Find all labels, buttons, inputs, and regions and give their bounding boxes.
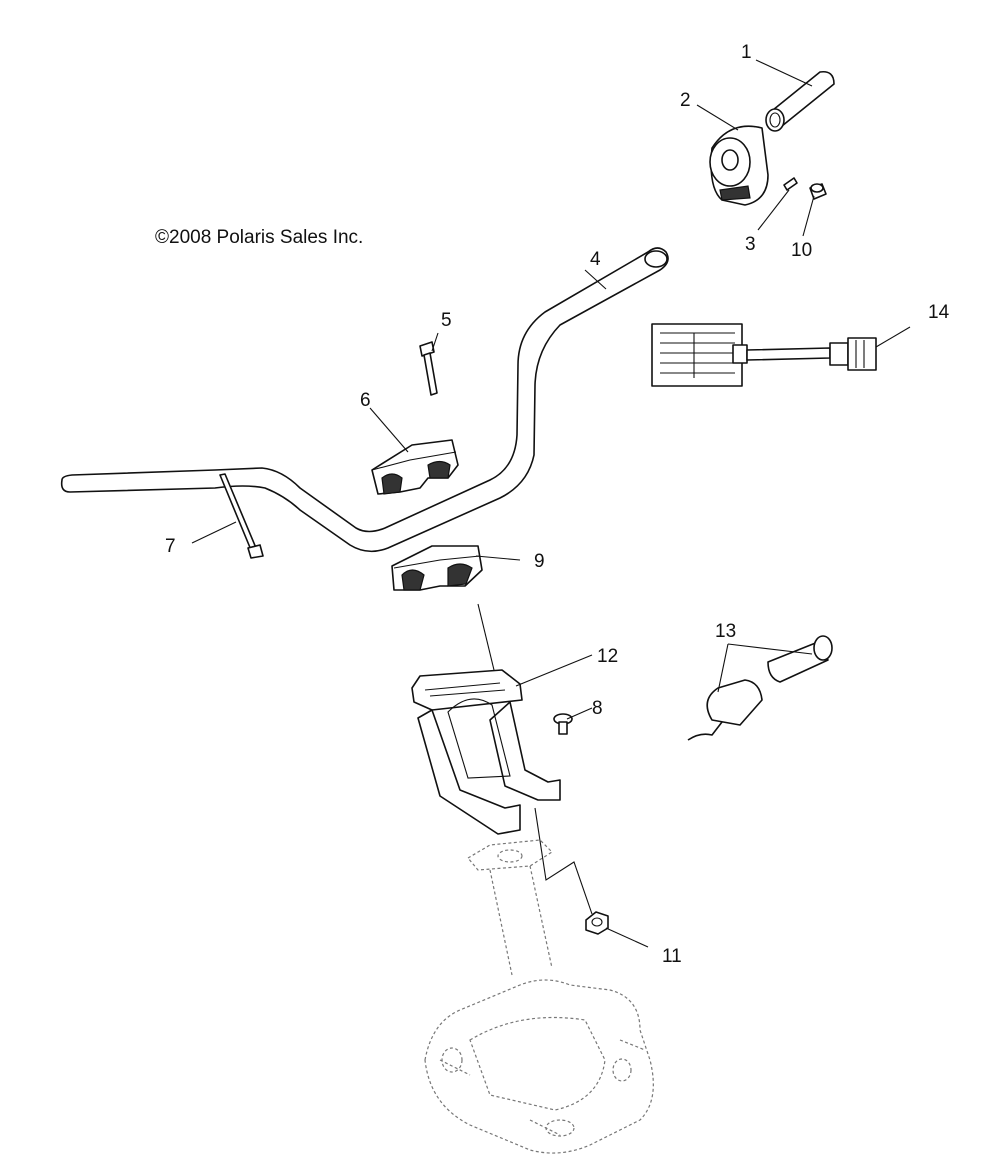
part-8-small-bolt — [553, 713, 573, 735]
callout-8: 8 — [592, 698, 603, 719]
copyright-text: ©2008 Polaris Sales Inc. — [155, 227, 363, 248]
part-10-cap — [809, 183, 827, 200]
callout-12: 12 — [597, 646, 618, 667]
reference-frame — [424, 839, 654, 1154]
callout-10: 10 — [791, 240, 812, 261]
part-7-long-bolt — [219, 473, 264, 559]
part-9-lower-clamp — [391, 545, 483, 591]
callout-11: 11 — [662, 946, 682, 967]
leader-lines — [191, 59, 911, 948]
callout-2: 2 — [680, 90, 691, 111]
part-2-throttle-housing — [709, 125, 769, 206]
part-3-screw — [783, 177, 798, 191]
callout-9: 9 — [534, 551, 545, 572]
callout-13: 13 — [715, 621, 736, 642]
part-13-heater — [687, 635, 833, 741]
callout-3: 3 — [745, 234, 756, 255]
callout-5: 5 — [441, 310, 452, 331]
callout-6: 6 — [360, 390, 371, 411]
callout-1: 1 — [741, 42, 752, 63]
callout-labels: 1 2 3 4 5 6 7 8 9 10 11 12 13 14 — [165, 42, 950, 967]
part-12-bracket — [411, 669, 561, 835]
part-4-handlebar — [60, 247, 669, 553]
part-5-bolt — [419, 341, 438, 396]
part-1-grip — [765, 70, 835, 132]
callout-4: 4 — [590, 249, 601, 270]
part-11-nut — [585, 911, 609, 935]
part-6-upper-clamp — [371, 439, 459, 495]
part-14-heater-mat — [651, 323, 877, 387]
callout-14: 14 — [928, 302, 950, 323]
callout-7: 7 — [165, 536, 176, 557]
